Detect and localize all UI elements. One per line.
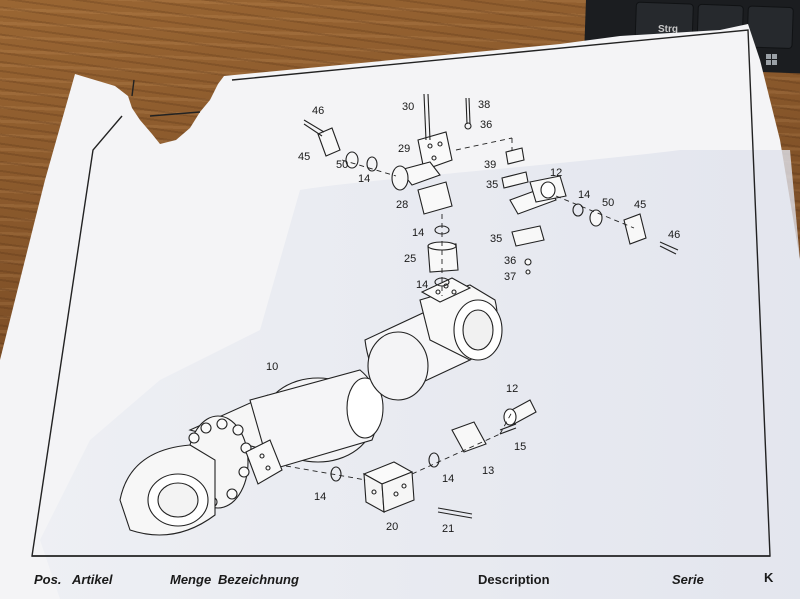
part-label: 50: [602, 197, 614, 209]
column-header-bezeichnung: Bezeichnung: [218, 572, 299, 587]
part-label: 13: [482, 465, 494, 477]
part-label: 29: [398, 143, 410, 155]
part-label: 45: [298, 151, 310, 163]
part-label: 14: [442, 473, 454, 485]
part-label: 20: [386, 521, 398, 533]
part-label: 28: [396, 199, 408, 211]
column-header-description: Description: [478, 572, 550, 587]
part-label: 14: [314, 491, 326, 503]
part-label: 38: [478, 99, 490, 111]
column-header-artikel: Artikel: [72, 572, 113, 587]
part-label: 35: [490, 233, 502, 245]
part-label: 36: [480, 119, 492, 131]
part-label: 37: [504, 271, 516, 283]
part-label: 46: [312, 105, 324, 117]
part-label: 36: [504, 255, 516, 267]
part-label: 14: [578, 189, 590, 201]
part-label: 50: [336, 159, 348, 171]
assembly-lines: [285, 137, 635, 481]
part-label: 45: [634, 199, 646, 211]
part-number-labels: 46 45 50 14 30 38 36 29 39 12 35 14 50 4…: [266, 99, 680, 535]
part-label: 30: [402, 101, 414, 113]
part-label: 39: [484, 159, 496, 171]
part-label: 14: [412, 227, 424, 239]
part-label: 35: [486, 179, 498, 191]
keyboard-key-label: Strg: [658, 24, 678, 35]
part-label: 10: [266, 361, 278, 373]
exploded-view-drawing: [119, 93, 679, 536]
part-label: 15: [514, 441, 526, 453]
part-label: 14: [416, 279, 428, 291]
column-header-pos: Pos.: [34, 572, 62, 587]
serie-value: K: [764, 570, 774, 585]
part-label: 21: [442, 523, 454, 535]
part-label: 25: [404, 253, 416, 265]
column-header-menge: Menge: [170, 572, 212, 587]
part-label: 12: [550, 167, 562, 179]
part-label: 46: [668, 229, 680, 241]
part-label: 12: [506, 383, 518, 395]
windows-logo-icon: [766, 54, 777, 65]
part-label: 14: [358, 173, 370, 185]
column-header-serie: Serie: [672, 572, 704, 587]
